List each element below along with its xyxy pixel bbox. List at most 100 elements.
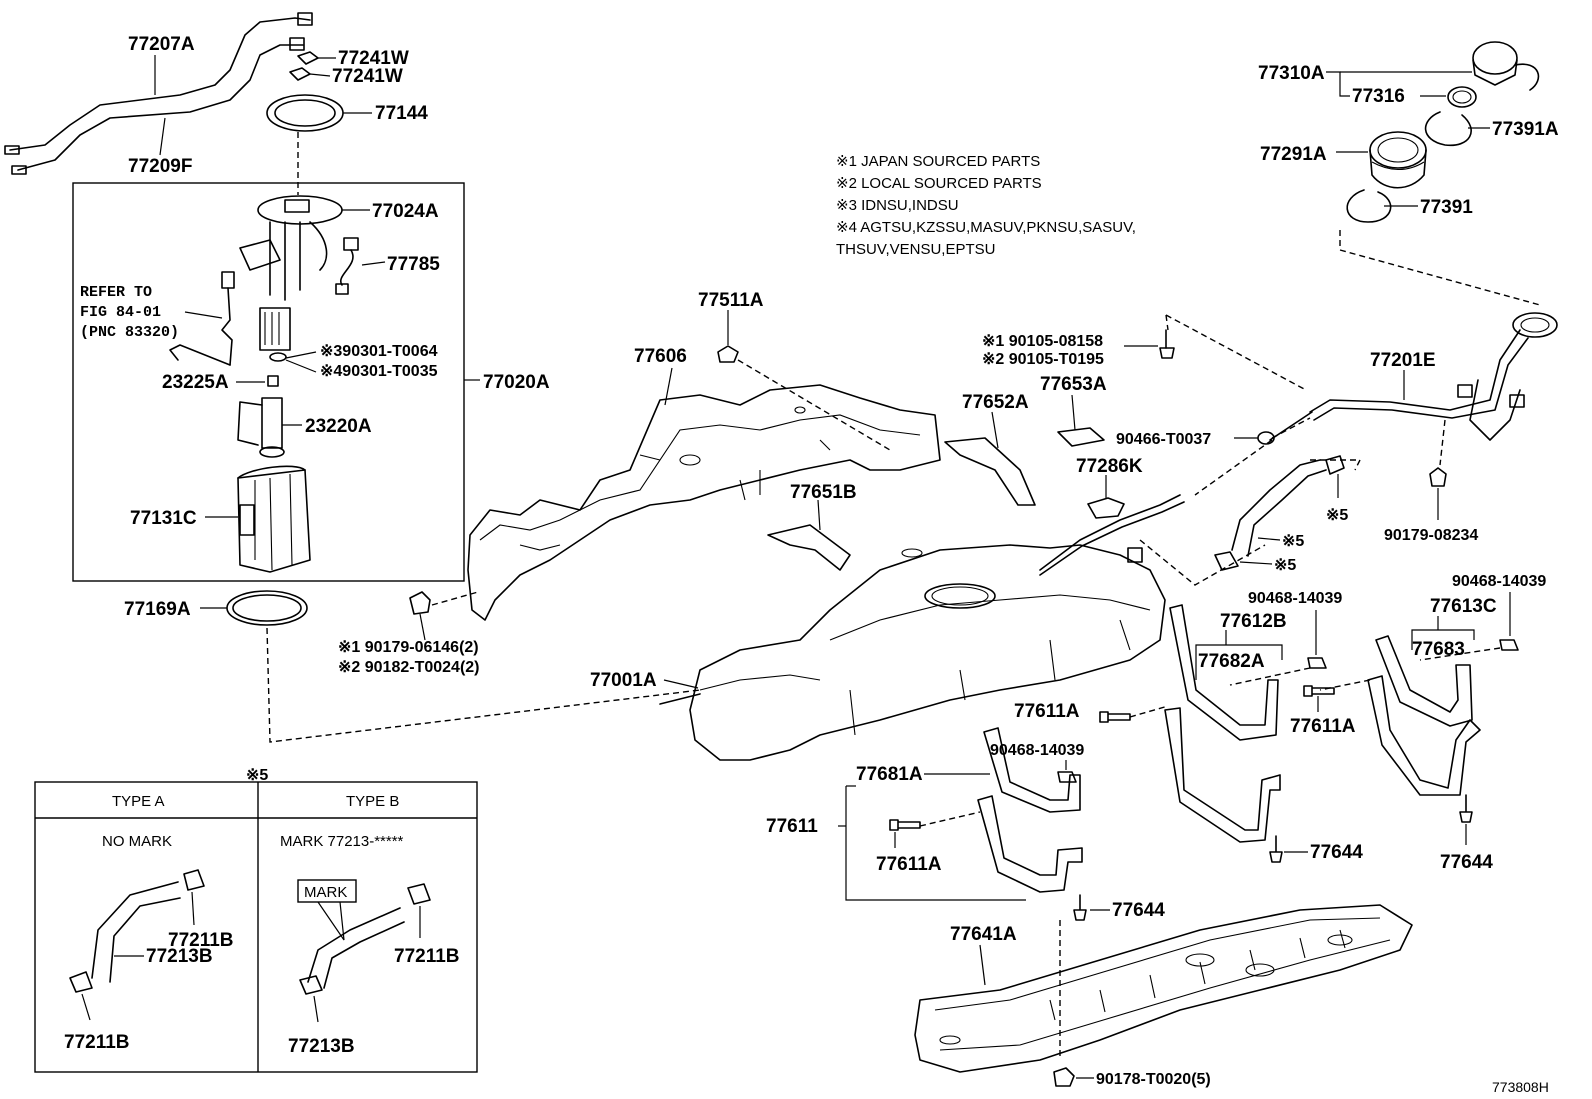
strap-77612B xyxy=(1164,707,1281,843)
protector-77652A xyxy=(944,437,1036,506)
label-90182-T0024: ※2 90182-T0024(2) xyxy=(338,659,480,676)
label-77611A-3: 77611A xyxy=(876,854,942,875)
type-b-header: TYPE B xyxy=(346,793,399,810)
fuel-tank-77001A xyxy=(689,494,1185,761)
label-77310A: 77310A xyxy=(1258,63,1325,84)
label-77644-3: 77644 xyxy=(1112,900,1165,921)
pad-77653A xyxy=(1057,427,1105,447)
type-b-hose xyxy=(299,883,431,995)
label-77286K: 77286K xyxy=(1076,456,1143,477)
fuel-cap-77310A xyxy=(1472,41,1540,91)
label-77131C: 77131C xyxy=(130,508,197,529)
label-77391A: 77391A xyxy=(1492,119,1559,140)
note-3: ※3 IDNSU,INDSU xyxy=(836,197,959,214)
strap-77682A xyxy=(1169,604,1279,741)
label-77653A: 77653A xyxy=(1040,374,1107,395)
note-4b: THSUV,VENSU,EPTSU xyxy=(836,241,996,258)
bolt-77644-1 xyxy=(1269,835,1283,863)
mark5-a: ※5 xyxy=(1326,507,1348,524)
label-90466-T0037: 90466-T0037 xyxy=(1116,431,1211,448)
label-77652A: 77652A xyxy=(962,392,1029,413)
label-90178-T0020: 90178-T0020(5) xyxy=(1096,1071,1211,1088)
label-77611A-1: 77611A xyxy=(1014,701,1080,722)
label-77683: 77683 xyxy=(1412,639,1465,660)
bolt-90468-b xyxy=(1499,639,1519,651)
label-23225A: 23225A xyxy=(162,372,229,393)
part-23225A xyxy=(267,375,279,387)
bolt-77644-3 xyxy=(1073,894,1087,921)
note-2: ※2 LOCAL SOURCED PARTS xyxy=(836,175,1042,192)
clip-77241W xyxy=(289,51,319,81)
label-77209F: 77209F xyxy=(128,156,192,177)
fuel-pump-23220A xyxy=(237,397,285,458)
label-77613C: 77613C xyxy=(1430,596,1497,617)
label-90468-c: 90468-14039 xyxy=(990,742,1084,759)
mark-tag xyxy=(297,879,357,903)
type-b-clip-top-label: 77211B xyxy=(394,946,460,967)
retainer-ring-77144 xyxy=(266,94,344,132)
label-77785: 77785 xyxy=(387,254,440,275)
label-90301-T0035: ※490301-T0035 xyxy=(320,363,438,380)
label-77644-2: 77644 xyxy=(1440,852,1493,873)
pump-flange-77024A xyxy=(239,195,343,301)
wire-harness-77785 xyxy=(335,237,359,295)
label-77391: 77391 xyxy=(1420,197,1473,218)
heat-insulator-77606 xyxy=(467,384,941,621)
type-b-mark-tag: MARK xyxy=(304,884,347,901)
type-b-mark: MARK 77213-***** xyxy=(280,833,404,850)
ring-77391 xyxy=(1346,189,1392,223)
bolt-77611A-1 xyxy=(1099,711,1131,723)
label-77644-1: 77644 xyxy=(1310,842,1363,863)
clip-77511A xyxy=(717,345,739,363)
strap-77681A xyxy=(983,727,1081,813)
label-23220A: 23220A xyxy=(305,416,372,437)
label-77611: 77611 xyxy=(766,816,818,837)
nut-90179-06146 xyxy=(409,591,431,615)
label-77612B: 77612B xyxy=(1220,611,1287,632)
label-77606: 77606 xyxy=(634,346,687,367)
gasket-77316 xyxy=(1447,86,1477,108)
label-77207A: 77207A xyxy=(128,34,195,55)
label-77641A: 77641A xyxy=(950,924,1017,945)
label-77651B: 77651B xyxy=(790,482,857,503)
breather-hose xyxy=(1214,455,1345,571)
mark5-c: ※5 xyxy=(1274,557,1296,574)
reservoir-77131C xyxy=(237,465,311,573)
label-77241W-1: 77241W xyxy=(338,48,409,69)
fuel-line-77207A xyxy=(4,12,313,175)
label-77291A: 77291A xyxy=(1260,144,1327,165)
type-a-clip-top-label: 77211B xyxy=(168,930,234,951)
refer-line-2: FIG 84-01 xyxy=(80,304,161,321)
label-77682A: 77682A xyxy=(1198,651,1265,672)
bolt-77644-2 xyxy=(1459,794,1473,823)
type-a-mark: NO MARK xyxy=(102,833,172,850)
diagram-code: 773808H xyxy=(1492,1079,1549,1095)
type-a-clip-bottom-label: 77211B xyxy=(64,1032,130,1053)
label-77169A: 77169A xyxy=(124,599,191,620)
bracket-77286K xyxy=(1087,497,1125,519)
note-1: ※1 JAPAN SOURCED PARTS xyxy=(836,153,1040,170)
label-90105-T0195: ※2 90105-T0195 xyxy=(982,351,1104,368)
fuel-pump-assembly-box xyxy=(72,182,465,582)
fuel-sender-gauge xyxy=(169,271,235,366)
label-77001A: 77001A xyxy=(590,670,657,691)
type-table xyxy=(34,781,478,1073)
type-b-hose-label: 77213B xyxy=(288,1036,355,1057)
note-4a: ※4 AGTSU,KZSSU,MASUV,PKNSU,SASUV, xyxy=(836,219,1136,236)
snap-ring-77391A xyxy=(1424,111,1472,147)
filler-pipe-77201E xyxy=(1269,312,1558,441)
label-77144: 77144 xyxy=(375,103,428,124)
grommet-90179-08234 xyxy=(1429,467,1447,487)
strap-77611 xyxy=(977,795,1083,893)
type-table-marker: ※5 xyxy=(246,767,268,784)
label-90105-08158: ※1 90105-08158 xyxy=(982,333,1103,350)
label-90468-a: 90468-14039 xyxy=(1248,590,1342,607)
label-77020A: 77020A xyxy=(483,372,550,393)
label-90301-T0064: ※390301-T0064 xyxy=(320,343,438,360)
fuel-filter xyxy=(259,307,291,362)
type-a-header: TYPE A xyxy=(112,793,165,810)
bolt-90468-c xyxy=(1057,771,1077,783)
label-77511A: 77511A xyxy=(698,290,764,311)
label-77316: 77316 xyxy=(1352,86,1405,107)
